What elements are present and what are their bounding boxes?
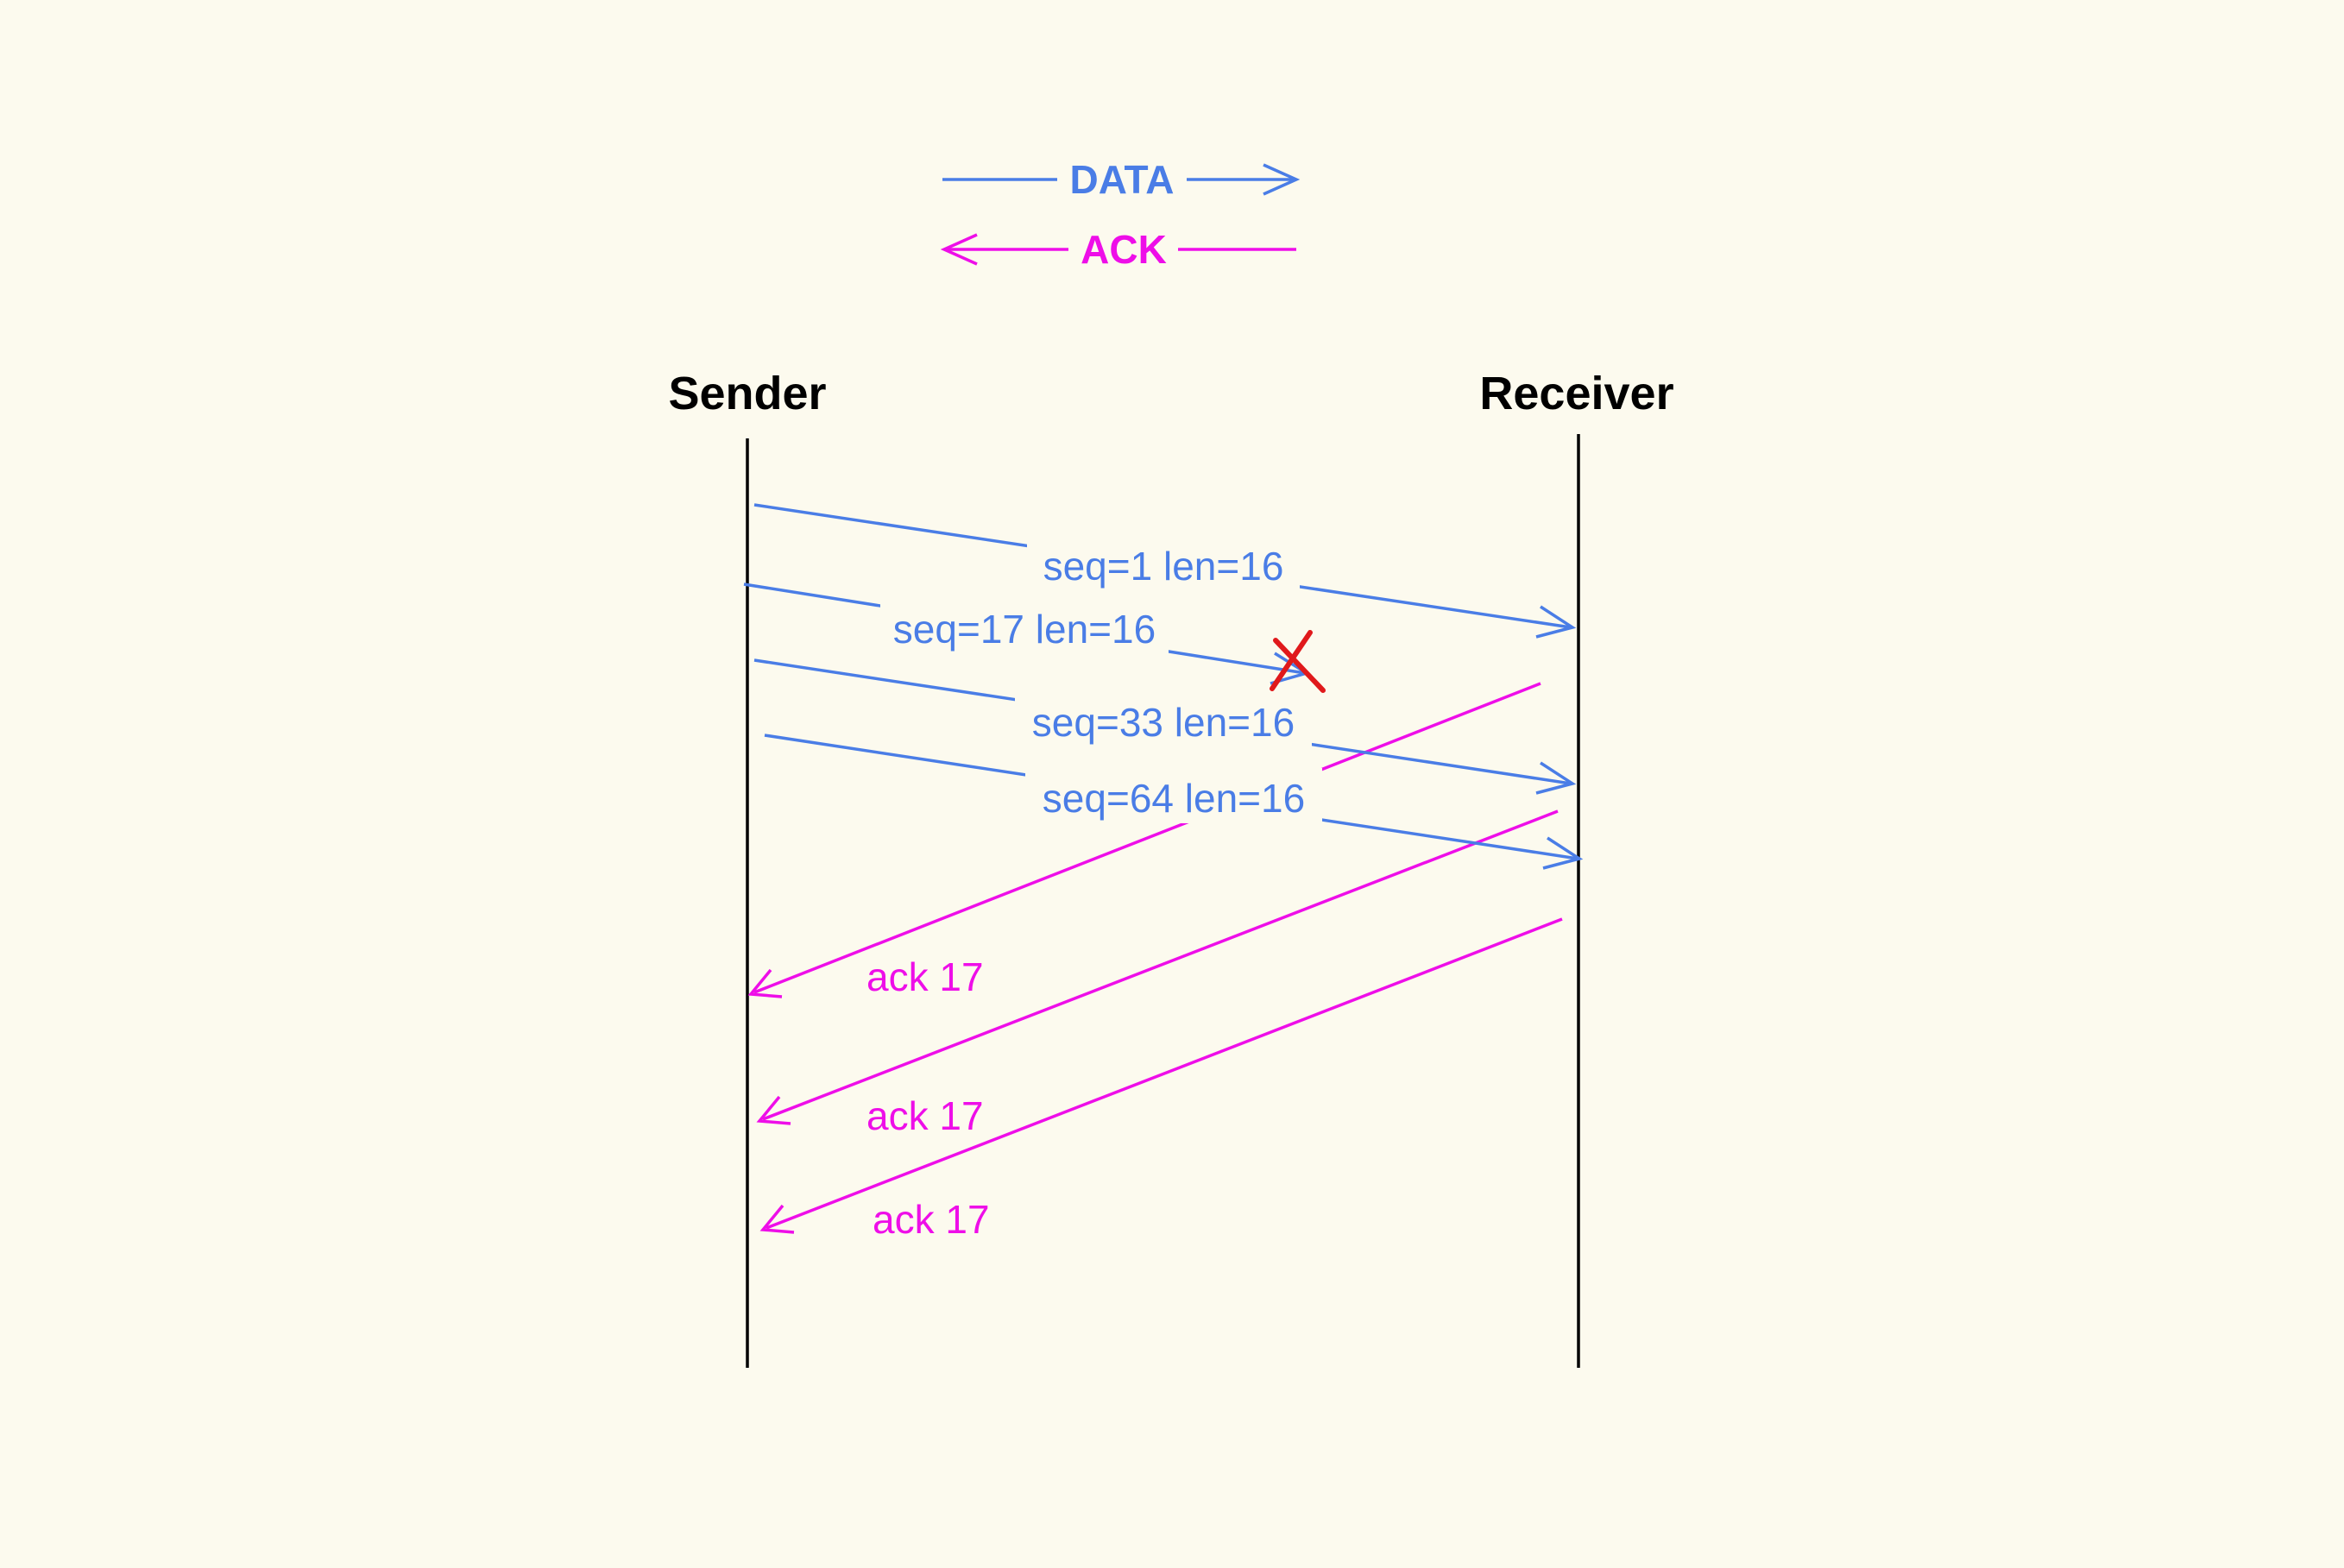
data-message-3-arrowhead-icon bbox=[1535, 761, 1577, 795]
data-message-4-label-bg bbox=[1025, 768, 1322, 823]
legend-data-label: DATA bbox=[1070, 157, 1175, 202]
ack-message-1: ack 17 bbox=[747, 682, 1541, 999]
ack-message-1-label: ack 17 bbox=[866, 954, 984, 999]
ack-message-1-arrowhead-icon bbox=[747, 968, 783, 998]
sender-label: Sender bbox=[668, 368, 826, 419]
legend-data: DATA bbox=[942, 157, 1301, 202]
data-message-3-label: seq=33 len=16 bbox=[1032, 700, 1295, 745]
legend-ack: ACK bbox=[940, 227, 1296, 272]
lost-packet-x-mark-icon bbox=[1270, 630, 1326, 693]
data-message-1-label: seq=1 len=16 bbox=[1043, 544, 1284, 589]
data-message-2-label: seq=17 len=16 bbox=[893, 607, 1156, 652]
data-message-4-arrowhead-icon bbox=[1542, 836, 1584, 870]
ack-messages: ack 17 ack 17 ack 17 bbox=[747, 682, 1563, 1242]
receiver-label: Receiver bbox=[1479, 368, 1673, 419]
ack-message-2: ack 17 bbox=[756, 809, 1559, 1138]
ack-message-3-line bbox=[766, 917, 1563, 1230]
data-message-3-label-bg bbox=[1015, 692, 1312, 747]
data-message-1-arrowhead-icon bbox=[1535, 605, 1577, 639]
legend: DATA ACK bbox=[940, 157, 1301, 272]
ack-message-2-arrowhead-icon bbox=[756, 1095, 791, 1125]
ack-message-3-arrowhead-icon bbox=[759, 1204, 795, 1234]
data-message-4-label: seq=64 len=16 bbox=[1043, 776, 1305, 821]
ack-message-3-label: ack 17 bbox=[873, 1197, 990, 1242]
legend-data-arrowhead-icon bbox=[1263, 163, 1301, 196]
legend-ack-label: ACK bbox=[1081, 227, 1167, 272]
data-message-2: seq=17 len=16 bbox=[743, 582, 1326, 693]
ack-message-1-line bbox=[753, 682, 1541, 994]
data-messages: seq=1 len=16 seq=17 len=16 seq=33 len=16… bbox=[743, 503, 1584, 870]
data-message-2-label-bg bbox=[880, 601, 1169, 656]
ack-message-3: ack 17 bbox=[759, 917, 1563, 1242]
ack-message-2-label: ack 17 bbox=[866, 1093, 984, 1138]
data-message-1-label-bg bbox=[1027, 535, 1300, 590]
data-message-3: seq=33 len=16 bbox=[753, 658, 1577, 795]
data-message-4: seq=64 len=16 bbox=[764, 734, 1584, 870]
legend-ack-arrowhead-icon bbox=[940, 233, 978, 266]
data-message-1: seq=1 len=16 bbox=[753, 503, 1577, 639]
ack-message-2-line bbox=[762, 809, 1559, 1121]
